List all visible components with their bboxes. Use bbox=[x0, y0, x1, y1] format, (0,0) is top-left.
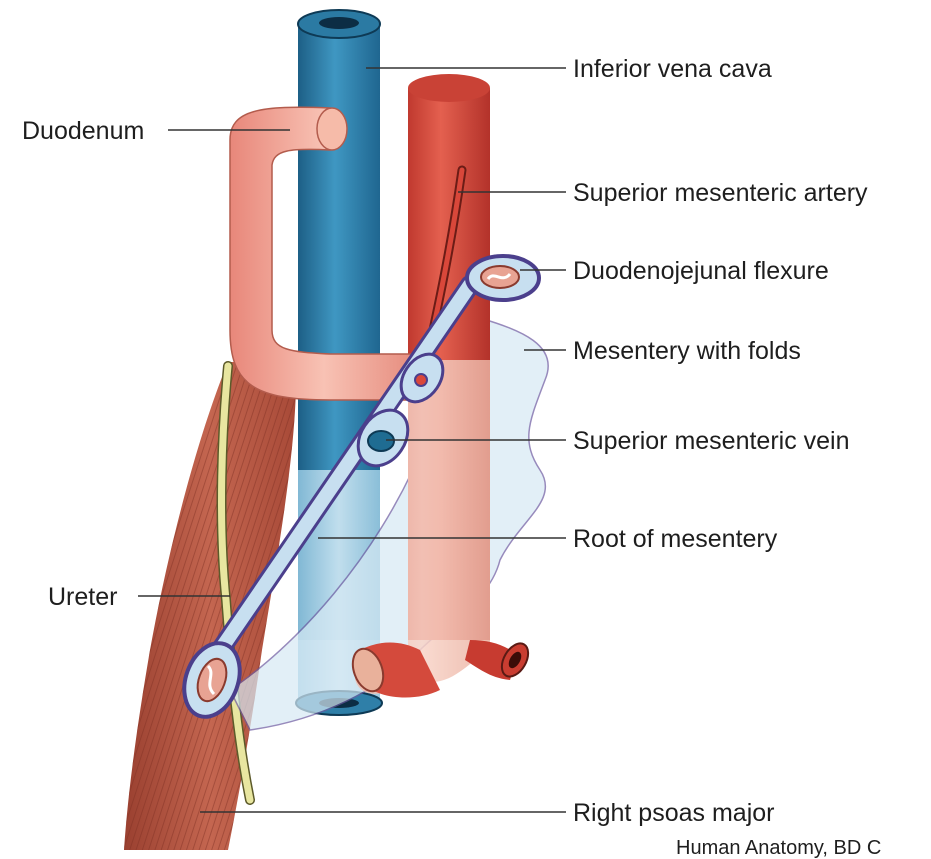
label-ureter: Ureter bbox=[48, 585, 117, 610]
label-inferior-vena-cava: Inferior vena cava bbox=[573, 57, 772, 82]
label-duodenum: Duodenum bbox=[22, 119, 144, 144]
source-credit: Human Anatomy, BD C bbox=[676, 838, 881, 858]
label-root-of-mesentery: Root of mesentery bbox=[573, 527, 777, 552]
label-right-psoas-major: Right psoas major bbox=[573, 801, 774, 826]
label-superior-mesenteric-vein: Superior mesenteric vein bbox=[573, 429, 850, 454]
label-superior-mesenteric-artery: Superior mesenteric artery bbox=[573, 181, 868, 206]
label-duodenojejunal-flexure: Duodenojejunal flexure bbox=[573, 259, 829, 284]
label-mesentery-with-folds: Mesentery with folds bbox=[573, 339, 801, 364]
psoas-muscle bbox=[124, 362, 296, 850]
